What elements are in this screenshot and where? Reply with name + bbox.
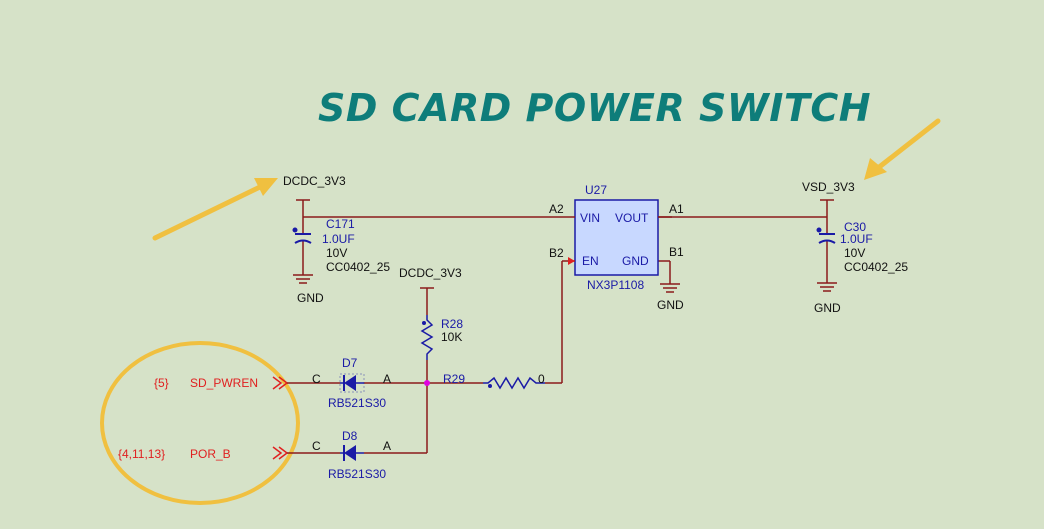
ref-c30: C30 xyxy=(844,220,866,234)
gnd-symbol-c30 xyxy=(817,282,837,292)
resistor-r28 xyxy=(420,315,434,360)
voltage-c30: 10V xyxy=(844,246,865,260)
power-flags xyxy=(296,199,834,289)
junction-dot xyxy=(424,380,430,386)
en-input-arrow xyxy=(568,257,575,265)
net-label-dcdc-3v3: DCDC_3V3 xyxy=(399,266,462,280)
ref-r28: R28 xyxy=(441,317,463,331)
pin-d8-cathode: C xyxy=(312,439,321,453)
capacitor-c171 xyxy=(292,227,312,244)
net-label-dcdc-3v3: DCDC_3V3 xyxy=(283,174,346,188)
wires xyxy=(300,200,828,454)
part-u27: NX3P1108 xyxy=(587,278,644,292)
pin-d8-anode: A xyxy=(383,439,391,453)
ref-r29: R29 xyxy=(443,372,465,386)
part-d8: RB521S30 xyxy=(328,467,386,481)
net-label-gnd: GND xyxy=(297,291,324,305)
value-c30: 1.0UF xyxy=(840,232,873,246)
pin-a2: A2 xyxy=(549,202,564,216)
page-title: SD CARD POWER SWITCH xyxy=(318,86,872,130)
gnd-symbol-u27 xyxy=(660,283,680,293)
port-symbol-sd-pwren xyxy=(272,376,300,390)
port-name-por-b: POR_B xyxy=(190,447,231,461)
net-label-gnd: GND xyxy=(657,298,684,312)
diode-d7 xyxy=(339,373,365,393)
pin-d7-anode: A xyxy=(383,372,391,386)
ic-u27-body xyxy=(574,199,659,276)
pin-name-gnd: GND xyxy=(622,254,649,268)
ref-c171: C171 xyxy=(326,217,355,231)
pin-b2: B2 xyxy=(549,246,564,260)
port-name-sd-pwren: SD_PWREN xyxy=(190,376,258,390)
port-sheets-sd-pwren: {5} xyxy=(154,376,169,390)
value-r28: 10K xyxy=(441,330,462,344)
annotation-circle xyxy=(100,341,300,505)
pin-b1: B1 xyxy=(669,245,684,259)
annotation-arrow-left xyxy=(152,178,278,241)
gnd-symbol-c171 xyxy=(293,274,313,284)
value-c171: 1.0UF xyxy=(322,232,355,246)
diode-d8 xyxy=(340,445,364,461)
footprint-c30: CC0402_25 xyxy=(844,260,908,274)
net-label-gnd: GND xyxy=(814,301,841,315)
pin-name-en: EN xyxy=(582,254,599,268)
capacitor-c30 xyxy=(816,227,836,244)
ref-d7: D7 xyxy=(342,356,358,370)
pin-name-vout: VOUT xyxy=(615,211,649,225)
pin-d7-cathode: C xyxy=(312,372,321,386)
annotation-arrow-right xyxy=(864,118,941,180)
value-r29: 0 xyxy=(538,372,545,386)
voltage-c171: 10V xyxy=(326,246,347,260)
port-symbol-por-b xyxy=(272,446,300,460)
resistor-r29 xyxy=(483,376,545,390)
part-d7: RB521S30 xyxy=(328,396,386,410)
port-sheets-por-b: {4,11,13} xyxy=(118,447,165,461)
ref-u27: U27 xyxy=(585,183,607,197)
pin-name-vin: VIN xyxy=(580,211,600,225)
footprint-c171: CC0402_25 xyxy=(326,260,390,274)
net-label-vsd-3v3: VSD_3V3 xyxy=(802,180,855,194)
pin-a1: A1 xyxy=(669,202,684,216)
ref-d8: D8 xyxy=(342,429,358,443)
